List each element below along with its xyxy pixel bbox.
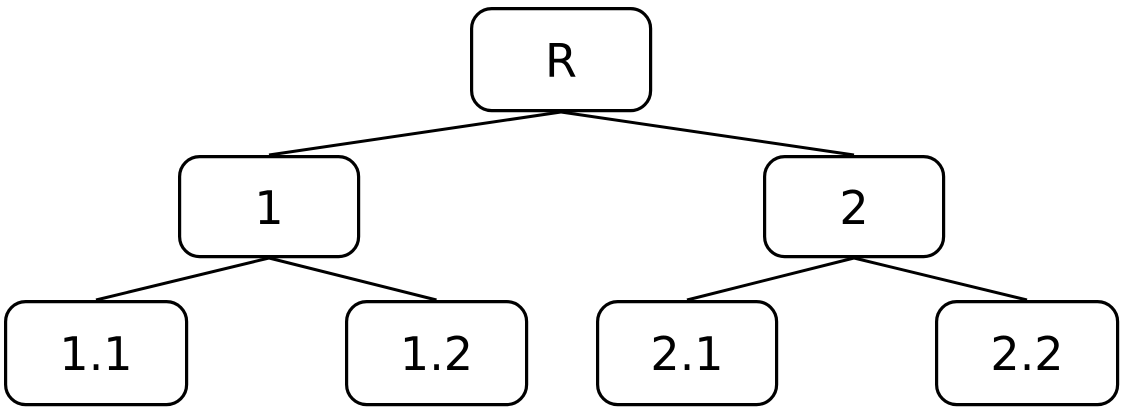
node-1.1-label: 1.1	[59, 327, 132, 381]
edge-group	[95, 110, 1028, 302]
node-root-label: R	[545, 34, 577, 88]
node-2-box[interactable]	[762, 155, 946, 259]
node-1-label: 1	[254, 181, 283, 235]
edge-root-to-2	[560, 110, 855, 157]
edge-1-to-1.1	[95, 256, 270, 302]
node-1.2-label: 1.2	[400, 327, 473, 381]
node-2.2-box[interactable]	[934, 300, 1120, 407]
node-1.2-box[interactable]	[345, 300, 529, 407]
node-2.1-box[interactable]	[595, 300, 779, 407]
node-root-box[interactable]	[470, 7, 653, 113]
edge-1-to-1.2	[268, 256, 437, 302]
edge-2-to-2.2	[853, 256, 1028, 302]
edge-2-to-2.1	[686, 256, 855, 302]
node-1.1-box[interactable]	[3, 300, 189, 407]
node-group: R 1 2 1.1 1.2 2.1	[3, 7, 1120, 407]
node-2.1-label: 2.1	[650, 327, 723, 381]
node-2.2-label: 2.2	[990, 327, 1063, 381]
node-2[interactable]: 2	[762, 155, 946, 259]
node-root[interactable]: R	[470, 7, 653, 113]
node-2.2[interactable]: 2.2	[934, 300, 1120, 407]
node-1.2[interactable]: 1.2	[345, 300, 529, 407]
node-1[interactable]: 1	[178, 155, 361, 259]
node-1-box[interactable]	[178, 155, 361, 259]
node-2-label: 2	[839, 181, 868, 235]
edge-root-to-1	[268, 110, 562, 157]
node-2.1[interactable]: 2.1	[595, 300, 779, 407]
node-1.1[interactable]: 1.1	[3, 300, 189, 407]
